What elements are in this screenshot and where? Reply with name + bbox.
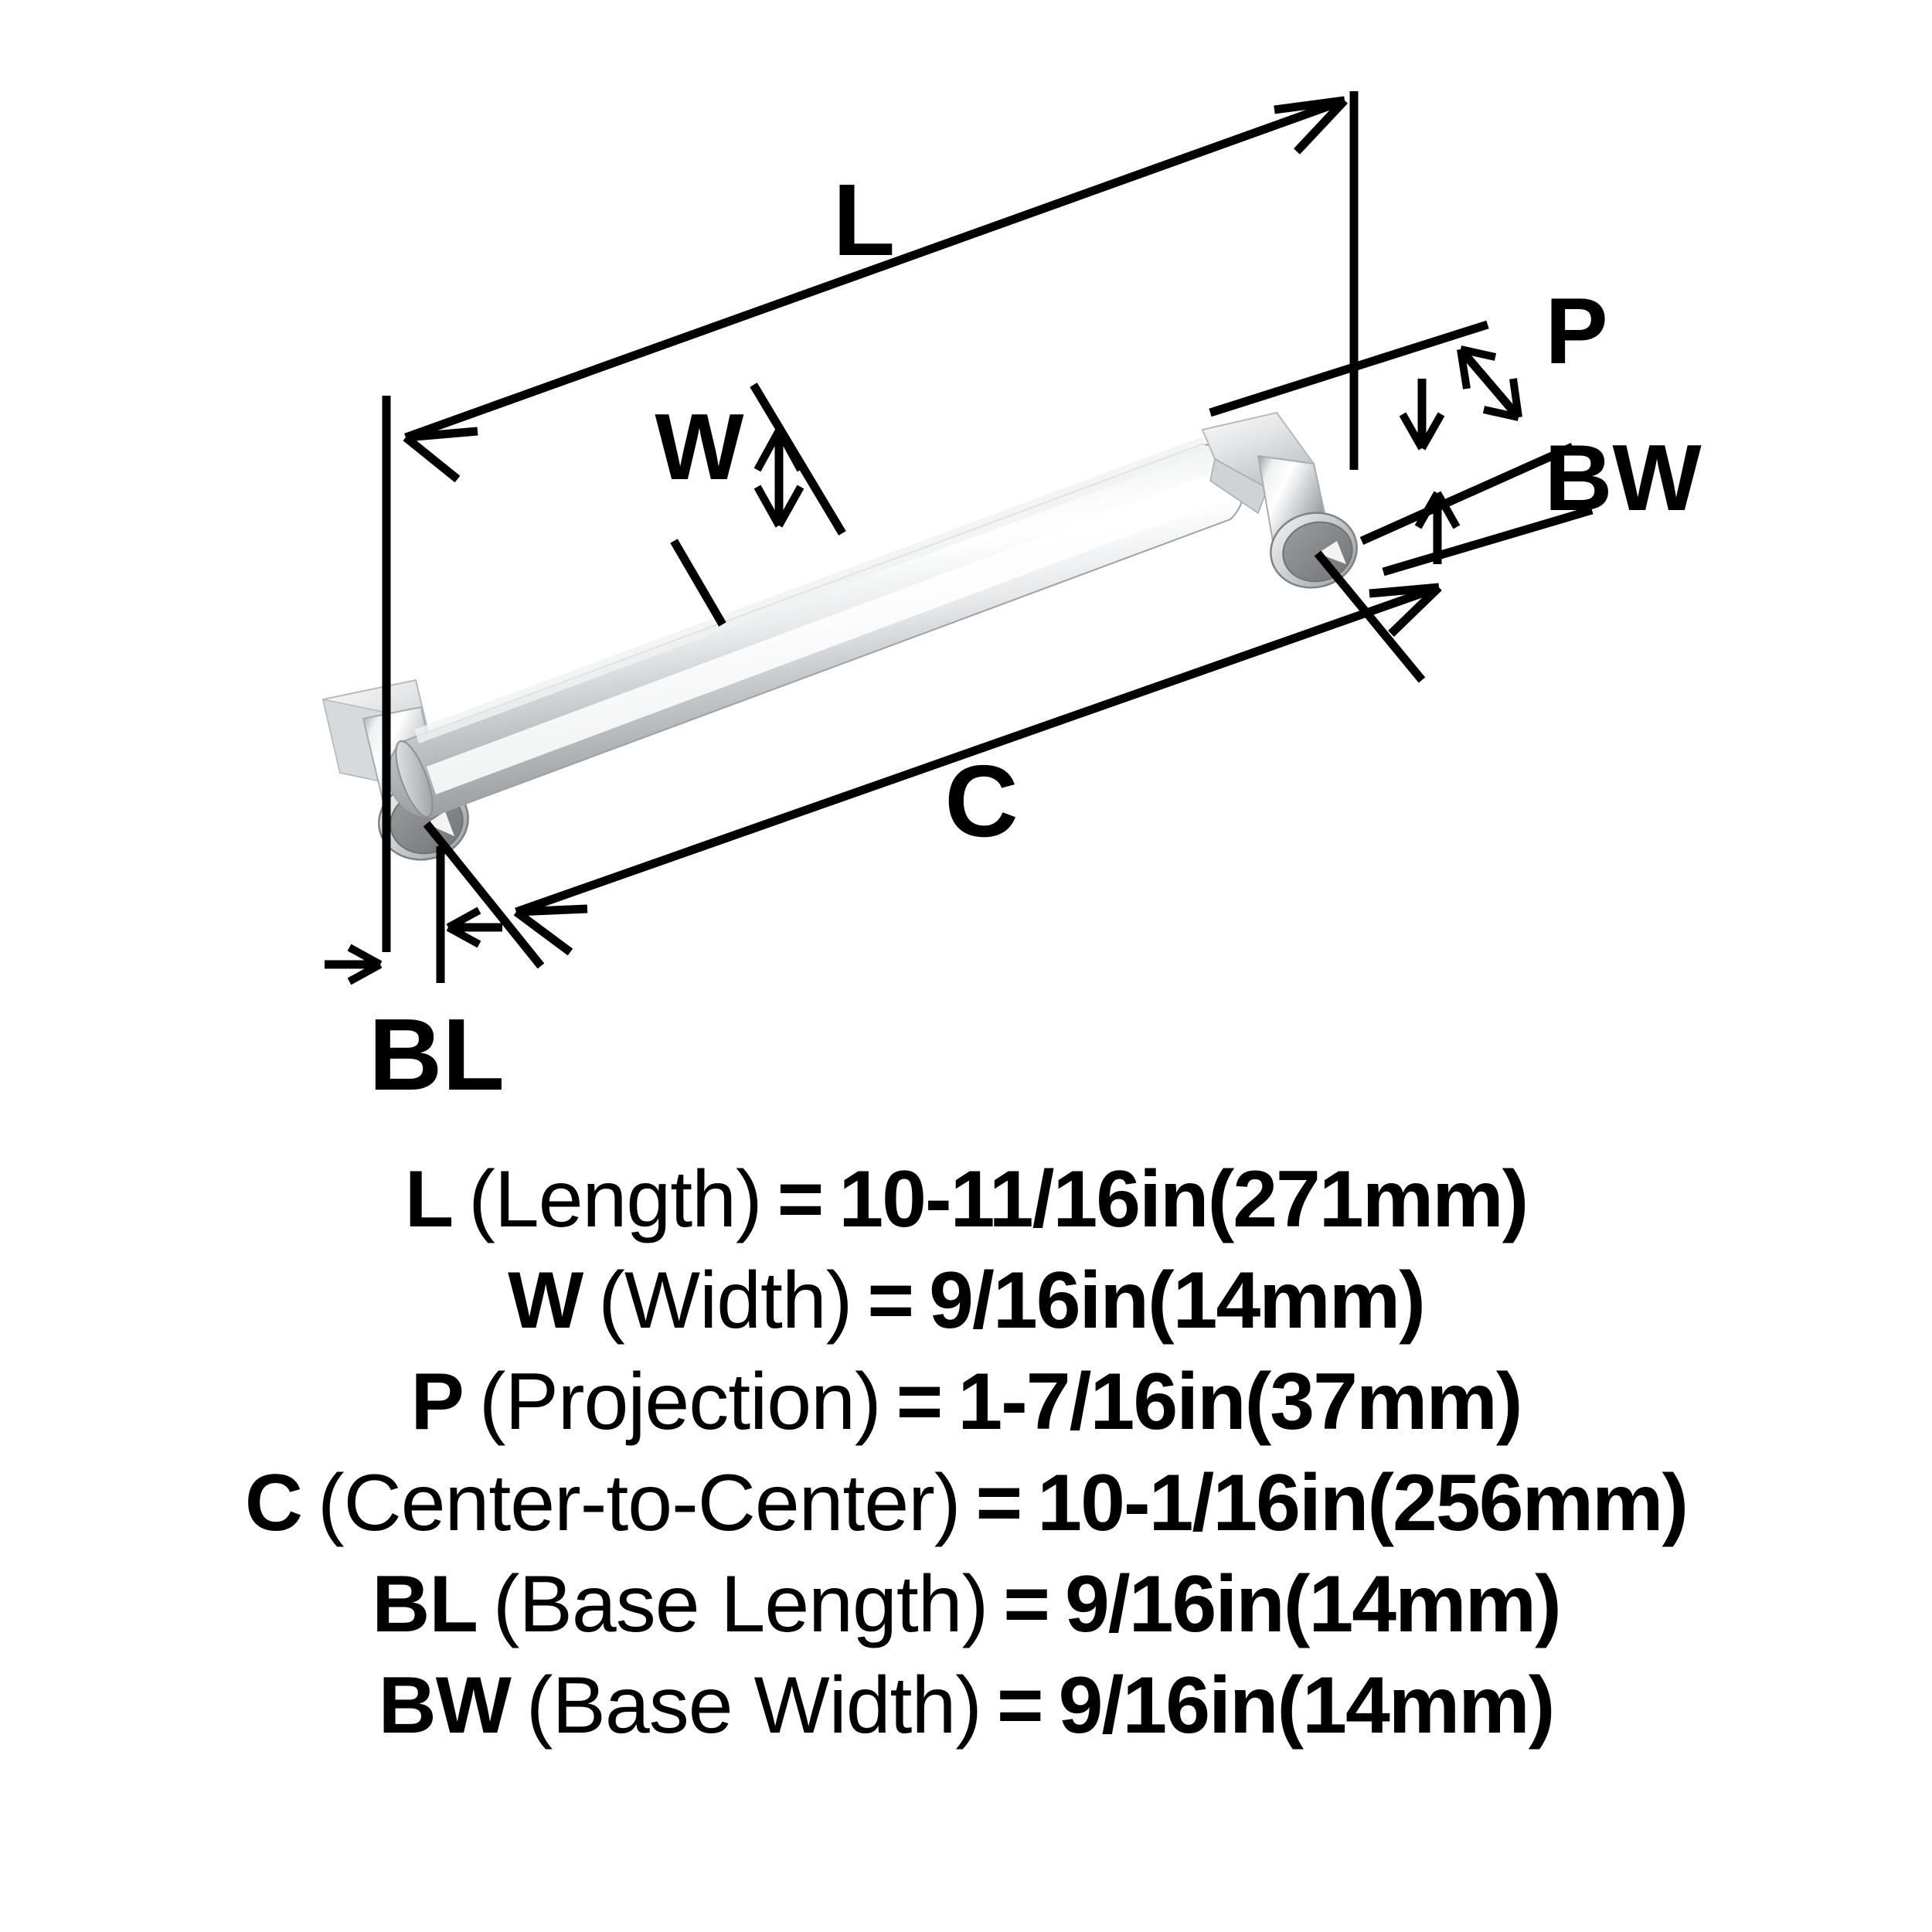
spec-row-base-length: BL(Base Length)=9/16in(14mm) (0, 1564, 1932, 1665)
spec-row-base-width: BW(Base Width)=9/16in(14mm) (0, 1665, 1932, 1767)
spec-row-width: W(Width)=9/16in(14mm) (0, 1260, 1932, 1362)
base-width-arrow-down-head (1399, 412, 1445, 451)
right-cap-face (1282, 521, 1353, 583)
right-cap-notch (1318, 541, 1346, 564)
spec-name: (Projection) (478, 1357, 882, 1447)
spec-name: (Base Length) (492, 1560, 988, 1649)
width-arrow-down (753, 485, 804, 528)
projection-arrow-downright (1482, 378, 1522, 421)
length-dimension-line (404, 96, 1346, 442)
bar-left-endcap (395, 740, 434, 818)
spec-value: 9/16in(14mm) (1064, 1560, 1562, 1649)
spec-equals: = (996, 1661, 1044, 1750)
spec-symbol: C (244, 1458, 303, 1548)
projection-dimension-line (1457, 346, 1522, 420)
label-L: L (833, 163, 896, 277)
spec-equals: = (896, 1357, 944, 1447)
spec-symbol: L (404, 1155, 454, 1244)
spec-row-length: L(Length)=10-11/16in(271mm) (0, 1159, 1932, 1260)
handle-bar (387, 437, 1245, 818)
center-left-leader (423, 821, 545, 969)
spec-symbol: W (508, 1256, 583, 1345)
spec-symbol: BL (372, 1560, 478, 1649)
projection-extension-line-top (1209, 320, 1489, 417)
bar-highlight (427, 473, 1223, 794)
dimension-annotations (325, 91, 1594, 985)
specification-list: L(Length)=10-11/16in(271mm) W(Width)=9/1… (0, 1159, 1932, 1767)
width-extension-tick (670, 539, 726, 627)
right-mount-post (1201, 411, 1358, 589)
bar-highlight-secondary (414, 437, 1207, 743)
projection-extension-line-bottom (1359, 442, 1575, 546)
spec-equals: = (975, 1458, 1023, 1548)
spec-name: (Base Width) (526, 1661, 982, 1750)
spec-value: 1-7/16in(37mm) (957, 1357, 1522, 1447)
spec-equals: = (777, 1155, 825, 1244)
base-width-arrow-up-head (1414, 491, 1461, 529)
base-length-arrow-right-head (347, 944, 383, 985)
spec-name: (Center-to-Center) (317, 1458, 961, 1548)
spec-row-projection: P(Projection)=1-7/16in(37mm) (0, 1362, 1932, 1463)
diagram-area: L W P BW C BL (321, 91, 1702, 1111)
spec-value: 10-1/16in(256mm) (1037, 1458, 1689, 1548)
spec-symbol: P (410, 1357, 464, 1447)
left-cap-notch (427, 811, 454, 836)
center-to-center-dimension-line (515, 583, 1440, 917)
center-arrow-right (1369, 583, 1442, 637)
length-arrow-right (1274, 96, 1349, 155)
center-arrow-left (513, 904, 588, 956)
right-bracket-fold (1209, 457, 1268, 515)
spec-equals: = (867, 1256, 914, 1345)
base-length-arrow-left-head (446, 906, 481, 948)
diagram-labels: L W P BW C BL (369, 163, 1702, 1111)
spec-name: (Width) (598, 1256, 852, 1345)
base-width-extension-line (1382, 505, 1594, 577)
spec-value: 9/16in(14mm) (1058, 1661, 1556, 1750)
spec-equals: = (1003, 1560, 1050, 1649)
label-W: W (655, 394, 744, 499)
spec-value: 10-11/16in(271mm) (838, 1155, 1529, 1244)
label-BW: BW (1544, 425, 1702, 530)
spec-symbol: BW (378, 1661, 512, 1750)
length-arrow-left (403, 427, 478, 483)
label-BL: BL (369, 998, 505, 1111)
product-illustration (321, 411, 1358, 861)
product-dimension-drawing: L W P BW C BL (321, 91, 1702, 1111)
width-arrow-up (753, 428, 804, 472)
spec-name: (Length) (468, 1155, 762, 1244)
spec-value: 9/16in(14mm) (929, 1256, 1426, 1345)
projection-arrow-upleft (1457, 345, 1497, 389)
center-right-leader (1314, 550, 1426, 683)
label-C: C (944, 744, 1018, 858)
label-P: P (1545, 278, 1607, 383)
spec-row-center-to-center: C(Center-to-Center)=10-1/16in(256mm) (0, 1463, 1932, 1564)
